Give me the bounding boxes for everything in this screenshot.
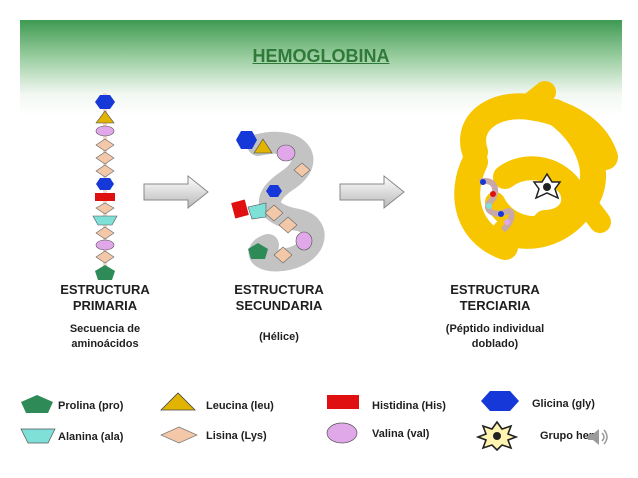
heme-group-icon xyxy=(475,420,519,452)
tertiary-structure-fold xyxy=(454,81,618,260)
proline-pentagon-icon xyxy=(21,395,53,413)
alanine-trapezoid-icon xyxy=(247,202,267,220)
valine-oval-icon xyxy=(295,231,313,251)
legend-label-alanine: Alanina (ala) xyxy=(58,431,124,443)
arrow-right-icon xyxy=(339,174,405,210)
glycine-hexagon-icon xyxy=(95,95,115,109)
valine-oval-icon xyxy=(95,239,115,251)
stage-sub-line-2: aminoácidos xyxy=(71,338,139,350)
valine-oval-icon xyxy=(276,144,296,162)
lysine-diamond-icon xyxy=(160,426,198,444)
histidine-rect-icon xyxy=(327,395,359,409)
glycine-hexagon-icon xyxy=(96,178,114,190)
stage-sub-line-1: (Hélice) xyxy=(259,331,299,343)
lysine-diamond-icon xyxy=(273,246,293,264)
histidine-rect-icon xyxy=(231,199,249,219)
legend-label-histidine: Histidina (His) xyxy=(372,400,446,412)
speaker-icon[interactable] xyxy=(586,426,608,448)
lysine-diamond-icon xyxy=(95,250,115,264)
stage-label-primary: ESTRUCTURA PRIMARIA xyxy=(30,282,180,314)
page-title: HEMOGLOBINA xyxy=(252,46,390,66)
legend-label-lysine: Lisina (Lys) xyxy=(206,430,267,442)
leucine-triangle-icon xyxy=(95,110,115,124)
lysine-diamond-icon xyxy=(278,216,298,234)
arrow-right-icon xyxy=(143,174,209,210)
lysine-diamond-icon xyxy=(293,162,311,178)
secondary-structure-helix xyxy=(231,131,325,272)
glycine-hexagon-icon xyxy=(266,185,282,197)
lysine-diamond-icon xyxy=(95,202,115,215)
stage-sub-line-1: (Péptido individual xyxy=(445,323,545,335)
primary-structure-chain xyxy=(92,93,118,280)
lysine-diamond-icon xyxy=(95,164,115,178)
stage-label-line-1: ESTRUCTURA xyxy=(234,282,324,297)
stage-sub-line-2: doblado) xyxy=(471,338,519,350)
alanine-trapezoid-icon xyxy=(20,428,56,444)
stage-label-line-2: SECUNDARIA xyxy=(235,298,323,313)
stage-sub-line-1: Secuencia de xyxy=(69,323,141,335)
stage-label-line-2: PRIMARIA xyxy=(72,298,138,313)
legend-label-glycine: Glicina (gly) xyxy=(532,398,595,410)
legend-label-heme-group: Grupo hem xyxy=(540,430,599,442)
glycine-hexagon-icon xyxy=(481,391,519,411)
legend-label-valine: Valina (val) xyxy=(372,428,430,440)
lysine-diamond-icon xyxy=(264,204,284,222)
lysine-diamond-icon xyxy=(95,138,115,152)
slide: HEMOGLOBINA xyxy=(20,20,622,455)
valine-oval-icon xyxy=(326,422,358,444)
histidine-rect-icon xyxy=(95,193,115,201)
leucine-triangle-icon xyxy=(160,392,196,411)
leucine-triangle-icon xyxy=(253,138,273,154)
legend: Prolina (pro) Alanina (ala) Leucina (leu… xyxy=(20,388,622,455)
proline-pentagon-icon xyxy=(248,243,268,259)
stage-label-line-1: ESTRUCTURA xyxy=(60,282,150,297)
stage-label-line-1: ESTRUCTURA xyxy=(450,282,540,297)
stage-label-secondary: ESTRUCTURA SECUNDARIA xyxy=(204,282,354,314)
lysine-diamond-icon xyxy=(95,151,115,165)
legend-label-proline: Prolina (pro) xyxy=(58,400,124,412)
stage-sub-primary: Secuencia de aminoácidos xyxy=(30,322,180,352)
lysine-diamond-icon xyxy=(95,226,115,240)
stage-sub-tertiary: (Péptido individual doblado) xyxy=(420,322,570,352)
glycine-hexagon-icon xyxy=(236,131,257,149)
stage-label-line-2: TERCIARIA xyxy=(459,298,531,313)
stage-label-tertiary: ESTRUCTURA TERCIARIA xyxy=(420,282,570,314)
legend-label-leucine: Leucina (leu) xyxy=(206,400,274,412)
heme-group-icon xyxy=(532,172,562,200)
proline-pentagon-icon xyxy=(95,265,115,280)
alanine-trapezoid-icon xyxy=(92,215,118,226)
valine-oval-icon xyxy=(95,125,115,137)
stage-sub-secondary: (Hélice) xyxy=(204,330,354,345)
